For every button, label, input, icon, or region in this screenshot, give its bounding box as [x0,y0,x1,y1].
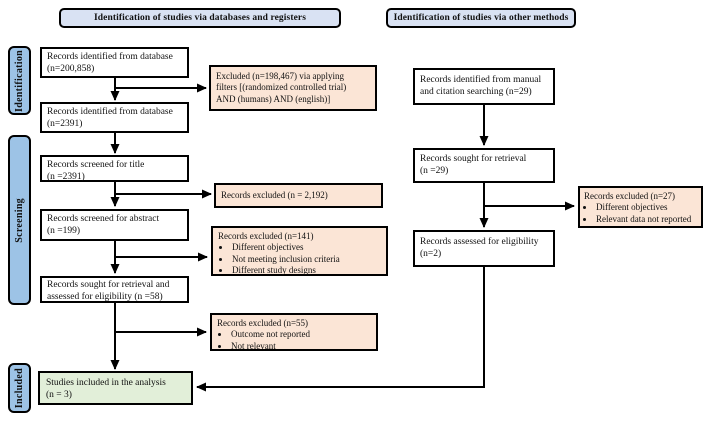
excluded-box-2192: Records excluded (n = 2,192) [214,183,383,208]
stage-label-identification: Identification [14,49,25,112]
excluded-box-55-bullets: Outcome not reported Not relevant [217,329,371,352]
box-sought-retrieval-eligibility: Records sought for retrieval and assesse… [40,276,189,303]
excluded-box-141-bullets: Different objectives Not meeting inclusi… [218,242,381,276]
excluded-box-55: Records excluded (n=55) Outcome not repo… [210,313,378,351]
box-manual-citation-searching: Records identified from manual and citat… [413,68,555,105]
stage-label-screening: Screening [14,197,25,243]
box-records-identified-database-2: Records identified from database (n=2391… [40,102,189,133]
excluded-box-27: Records excluded (n=27) Different object… [578,186,703,228]
box-records-identified-database-1: Records identified from database (n=200,… [40,47,189,78]
stage-label-included: Included [14,367,25,409]
header-other-methods: Identification of studies via other meth… [386,8,576,28]
stage-bar-screening: Screening [8,135,31,305]
box-studies-included: Studies included in the analysis (n = 3) [38,371,193,405]
stage-bar-included: Included [8,363,31,413]
header-other-methods-label: Identification of studies via other meth… [393,13,569,23]
arrow-assessed-to-included [196,267,485,392]
box-screened-title: Records screened for title (n =2391) [40,155,189,182]
header-databases-registers: Identification of studies via databases … [59,8,341,28]
excluded-box-27-bullets: Different objectives Relevant data not r… [584,202,696,225]
box-sought-retrieval-right: Records sought for retrieval (n =29) [413,148,555,183]
box-screened-abstract: Records screened for abstract (n =199) [40,209,189,241]
header-databases-registers-label: Identification of studies via databases … [93,13,307,23]
excluded-box-filters: Excluded (n=198,467) via applying filter… [209,65,377,111]
excluded-box-141: Records excluded (n=141) Different objec… [211,226,388,276]
stage-bar-identification: Identification [8,46,31,115]
box-assessed-eligibility: Records assessed for eligibility (n=2) [413,230,555,267]
